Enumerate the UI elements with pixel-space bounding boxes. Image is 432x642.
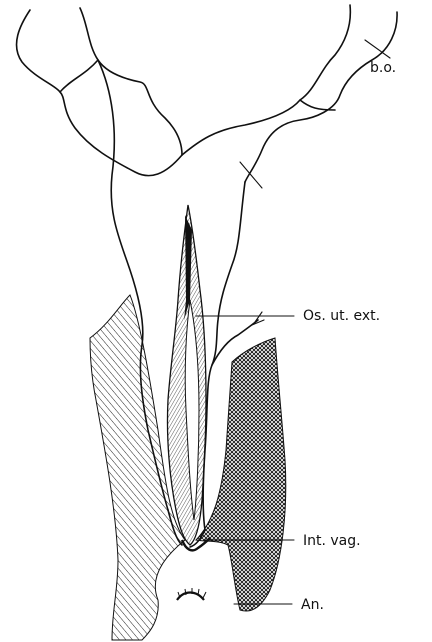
label-an: An. bbox=[301, 597, 324, 613]
uterus-outline-right-inner bbox=[245, 12, 397, 182]
uterus-left-horn-end bbox=[60, 60, 98, 92]
label-bo: b.o. bbox=[370, 60, 396, 76]
uterus-outline-right bbox=[182, 5, 350, 155]
uterus-surface-mark bbox=[240, 162, 262, 188]
label-os-ut-ext: Os. ut. ext. bbox=[303, 308, 380, 324]
uterus-outline-left-inner bbox=[80, 8, 182, 155]
label-int-vag: Int. vag. bbox=[303, 533, 361, 549]
uterus-outline-left bbox=[17, 10, 182, 176]
anus-mark bbox=[177, 588, 206, 600]
